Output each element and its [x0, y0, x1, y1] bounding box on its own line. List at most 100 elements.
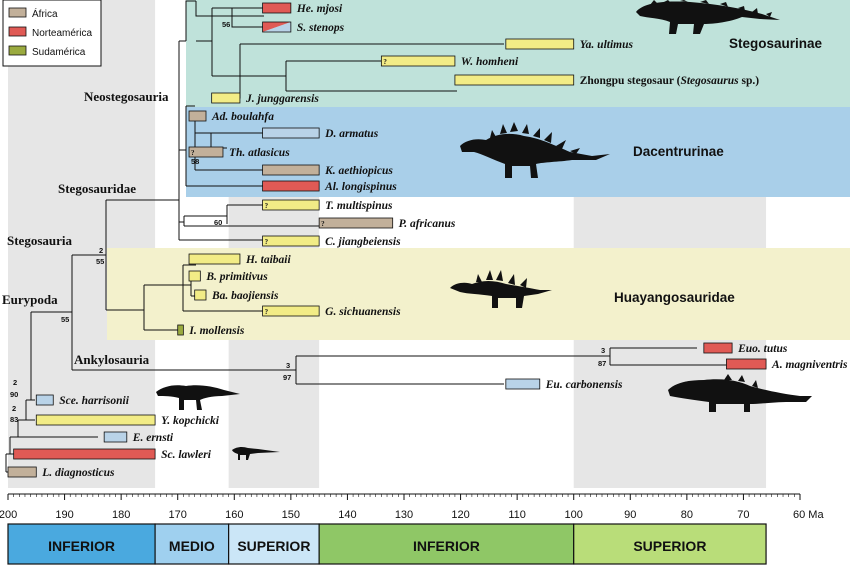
taxon-bar-w-homheni — [380, 55, 456, 67]
clade-stegosauridae: Stegosauridae — [58, 181, 136, 196]
axis-tick-label: 80 — [681, 509, 693, 521]
support-node-b-bottom: 83 — [10, 415, 18, 424]
support-node-ankylosaurid-top: 3 — [601, 346, 605, 355]
support-node-stegosauria-bottom: 55 — [96, 257, 104, 266]
axis-tick-label: 190 — [55, 509, 73, 521]
taxon-bar-sc-lawleri — [13, 448, 156, 460]
support-60: 60 — [214, 218, 222, 227]
taxon-bar-sce-harrisonii — [35, 394, 54, 406]
clade-ankylosauria: Ankylosauria — [74, 352, 150, 367]
clade-neostegosauria: Neostegosauria — [84, 89, 169, 104]
taxon-label-sc-lawleri: Sc. lawleri — [161, 449, 212, 461]
taxon-bar-zhongpu — [454, 74, 575, 86]
taxon-label-c-jiangbeiensis: C. jiangbeiensis — [325, 236, 401, 248]
taxon-bar-h-taibaii — [188, 253, 241, 265]
axis-tick-label: 60 Ma — [793, 509, 824, 521]
taxon-label-eu-carbonensis: Eu. carbonensis — [545, 379, 623, 391]
taxon-label-e-ernsti: E. ernsti — [132, 432, 174, 444]
support-values: 56 58 60 2 55 55 3 97 3 87 2 90 2 83 — [10, 20, 606, 424]
support-node-ankylosauria-top: 3 — [286, 361, 290, 370]
taxon-bar-b-primitivus — [188, 270, 201, 282]
epoch-label-middle-jurassic: MEDIO — [169, 538, 215, 554]
taxon-label-i-mollensis: I. mollensis — [188, 325, 244, 337]
axis-tick-label: 170 — [169, 509, 187, 521]
axis-tick-label: 180 — [112, 509, 130, 521]
legend-label-sudamerica: Sudamérica — [32, 47, 86, 58]
taxon-label-ad-boulahfa: Ad. boulahfa — [211, 111, 274, 123]
taxon-bar-euo-tutus — [703, 342, 733, 354]
taxon-bar-l-diagnosticus — [7, 466, 37, 478]
clade-stegosauria: Stegosauria — [7, 233, 73, 248]
taxon-label-w-homheni: W. homheni — [461, 56, 519, 68]
uncertain-mark: ? — [321, 220, 325, 228]
taxon-bar-g-sichuanensis — [262, 305, 320, 317]
axis-tick-label: 130 — [395, 509, 413, 521]
axis-tick-label: 110 — [508, 509, 526, 521]
taxon-bar-ba-baojiensis — [194, 289, 207, 301]
support-node-ankylosauria-bottom: 97 — [283, 373, 291, 382]
epoch-box-early-cretaceous — [318, 523, 575, 565]
taxon-label-zhongpu: Zhongpu stegosaur (Stegosaurus sp.) — [580, 75, 760, 87]
epoch-label-late-cretaceous: SUPERIOR — [633, 538, 706, 554]
taxon-bar-p-africanus — [318, 217, 394, 229]
axis-tick-label: 120 — [451, 509, 469, 521]
clade-eurypoda: Eurypoda — [2, 292, 58, 307]
taxon-label-ba-baojiensis: Ba. baojiensis — [211, 290, 279, 302]
taxon-label-p-africanus: P. africanus — [399, 218, 456, 230]
legend-label-norteamerica: Norteamérica — [32, 28, 92, 39]
ankylosaurus-silhouette — [668, 374, 812, 412]
taxon-bar-e-ernsti — [103, 431, 128, 443]
legend: África Norteamérica Sudamérica — [2, 0, 102, 67]
taxon-bar-y-kopchicki — [35, 414, 156, 426]
taxon-label-k-aethiopicus: K. aethiopicus — [324, 165, 393, 177]
taxon-label-a-magniventris: A. magniventris — [771, 359, 848, 371]
uncertain-mark: ? — [191, 149, 195, 157]
taxon-bar-c-jiangbeiensis — [262, 235, 320, 247]
taxon-bar-he-mjosi — [262, 2, 292, 14]
taxon-label-s-stenops: S. stenops — [297, 22, 345, 34]
axis-tick-label: 70 — [737, 509, 749, 521]
tree-branches — [5, 0, 730, 473]
time-stripe — [8, 0, 156, 488]
uncertain-mark: ? — [265, 308, 269, 316]
support-node-a-top: 2 — [13, 378, 17, 387]
taxon-label-j-junggarensis: J. junggarensis — [245, 93, 319, 105]
taxon-label-b-primitivus: B. primitivus — [205, 271, 268, 283]
support-node-a-bottom: 90 — [10, 390, 18, 399]
taxon-bar-s-stenops — [262, 21, 292, 33]
taxon-label-he-mjosi: He. mjosi — [296, 3, 343, 15]
taxon-bar-i-mollensis — [177, 324, 184, 336]
lesothosaurus-silhouette — [232, 446, 280, 460]
axis-tick-label: 150 — [282, 509, 300, 521]
epoch-label-early-cretaceous: INFERIOR — [413, 538, 480, 554]
taxon-label-h-taibaii: H. taibaii — [245, 254, 292, 266]
taxon-label-y-kopchicki: Y. kopchicki — [161, 415, 220, 427]
dacentrurinae-label: Dacentrurinae — [633, 144, 724, 159]
taxon-bar-ad-boulahfa — [188, 110, 207, 122]
taxon-label-ya-ultimus: Ya. ultimus — [580, 39, 634, 51]
taxon-label-l-diagnosticus: L. diagnosticus — [41, 467, 115, 479]
taxon-bar-eu-carbonensis — [505, 378, 541, 390]
taxon-bars: ?????? — [7, 2, 767, 478]
taxon-bar-k-aethiopicus — [262, 164, 320, 176]
taxon-bar-th-atlasicus — [188, 146, 224, 158]
stegosaurus-silhouette — [636, 0, 780, 34]
axis-tick-label: 160 — [225, 509, 243, 521]
axis-tick-label: 200 — [0, 509, 17, 521]
scelidosaurus-silhouette — [156, 385, 240, 410]
epoch-label-early-jurassic: INFERIOR — [48, 538, 115, 554]
taxon-bar-al-longispinus — [262, 180, 320, 192]
taxon-bar-d-armatus — [262, 127, 320, 139]
taxon-label-g-sichuanensis: G. sichuanensis — [325, 306, 401, 318]
support-node-b-top: 2 — [12, 404, 16, 413]
kentrosaurus-silhouette — [460, 122, 610, 178]
support-56: 56 — [222, 20, 230, 29]
axis-tick-label: 140 — [338, 509, 356, 521]
stegosaurinae-label: Stegosaurinae — [729, 36, 823, 51]
uncertain-mark: ? — [265, 202, 269, 210]
huayangosauridae-label: Huayangosauridae — [614, 290, 735, 305]
